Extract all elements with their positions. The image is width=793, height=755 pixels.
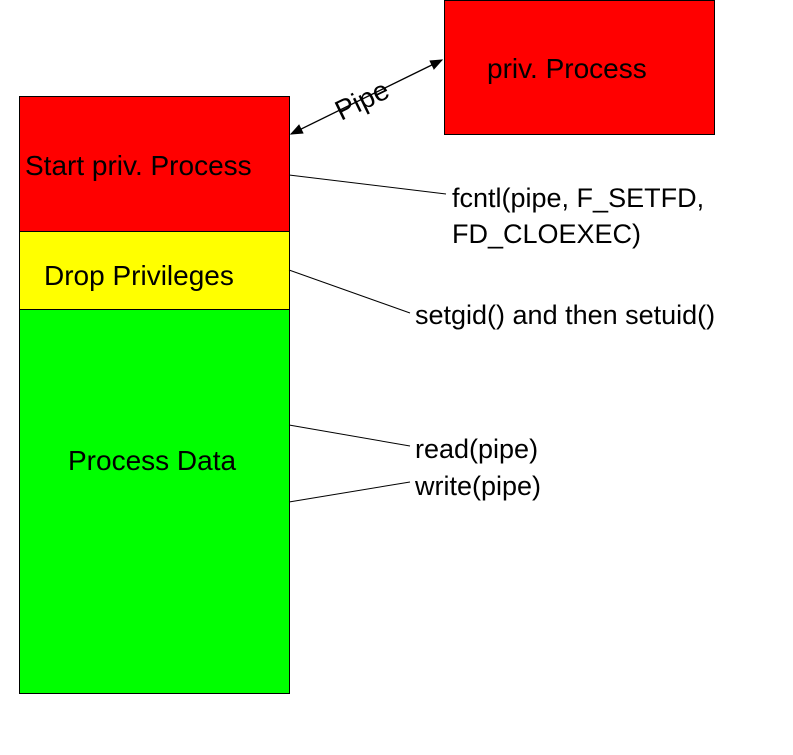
drop-privileges-label: Drop Privileges [44, 260, 234, 291]
start-priv-process-box [19, 96, 290, 232]
fcntl-call-line2: FD_CLOEXEC) [452, 219, 641, 249]
fcntl-call-line1: fcntl(pipe, F_SETFD, [452, 183, 704, 213]
read-call: read(pipe) [415, 434, 538, 464]
process-data-label: Process Data [68, 445, 236, 476]
write-leader-line [288, 481, 411, 503]
pipe-label: Pipe [330, 74, 394, 126]
main-process-stack: Start priv. Process Drop Privileges Proc… [19, 96, 290, 694]
process-data-box [19, 309, 290, 694]
system-call-annotations: fcntl(pipe, F_SETFD, FD_CLOEXEC) setgid(… [414, 183, 715, 501]
start-priv-process-label: Start priv. Process [25, 150, 252, 181]
setid-call: setgid() and then setuid() [415, 300, 715, 330]
fcntl-leader-line [288, 174, 447, 195]
priv-process-label: priv. Process [487, 53, 647, 84]
read-leader-line [288, 424, 411, 447]
drop-privileges-box [19, 231, 290, 310]
setid-leader-line [288, 269, 411, 314]
pipe-arrow [289, 59, 444, 135]
pipe-connector: Pipe [289, 59, 444, 135]
priv-process-group: priv. Process [444, 0, 715, 135]
priv-process-box [444, 0, 715, 135]
write-call: write(pipe) [414, 471, 541, 501]
leader-lines [288, 174, 447, 503]
